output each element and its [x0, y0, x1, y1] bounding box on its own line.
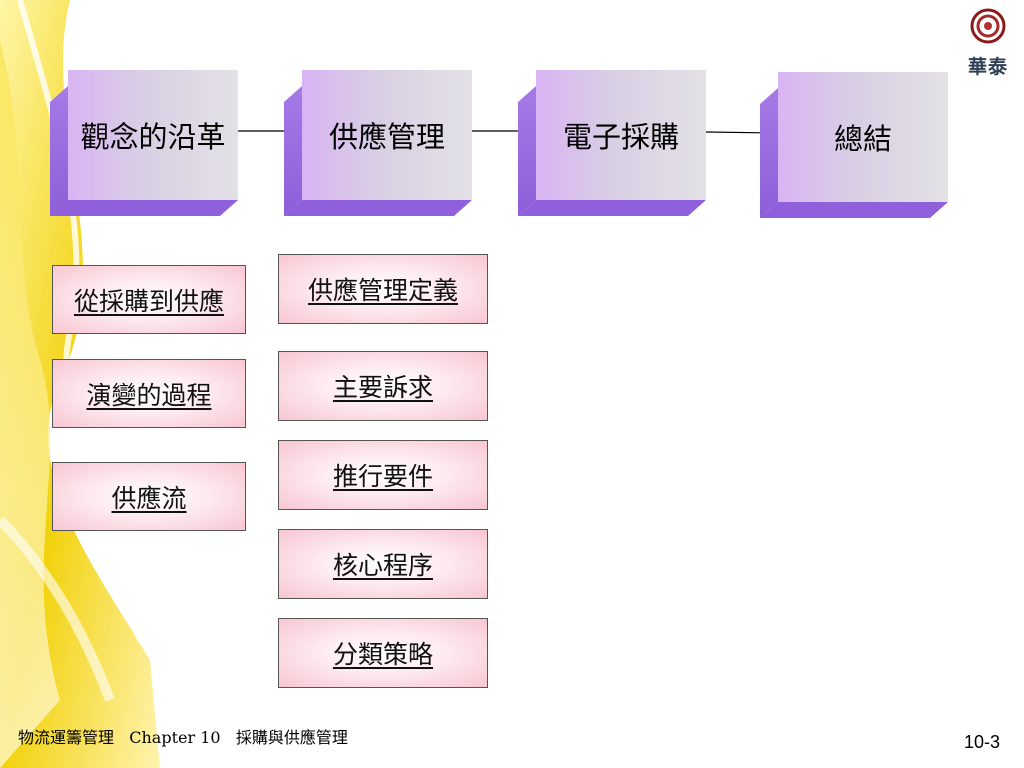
flow-box-label: 觀念的沿革 [80, 120, 226, 154]
flow-box-supply-management[interactable]: 供應管理 [284, 70, 474, 216]
flow-box-summary[interactable]: 總結 [760, 72, 950, 218]
flow-box-label: 總結 [833, 122, 892, 156]
page-number: 10-3 [963, 732, 1000, 752]
link-supply-flow[interactable]: 供應流 [52, 462, 246, 531]
flow-box-concept-history[interactable]: 觀念的沿革 [50, 70, 240, 216]
link-main-appeal[interactable]: 主要訴求 [278, 351, 488, 421]
link-evolution-process[interactable]: 演變的過程 [52, 359, 246, 428]
link-core-procedures[interactable]: 核心程序 [278, 529, 488, 599]
logo-text: 華泰 [967, 56, 1008, 78]
company-logo: 華泰 [958, 6, 1018, 86]
flow-box-e-procurement[interactable]: 電子採購 [518, 70, 708, 216]
flow-box-label: 供應管理 [328, 120, 445, 154]
flow-box-label: 電子採購 [562, 120, 679, 154]
logo-ring-icon [970, 8, 1006, 44]
footer-text: 物流運籌管理 Chapter 10 採購與供應管理 [18, 728, 348, 747]
link-from-purchasing-to-supply[interactable]: 從採購到供應 [52, 265, 246, 334]
link-supply-management-definition[interactable]: 供應管理定義 [278, 254, 488, 324]
link-classification-strategy[interactable]: 分類策略 [278, 618, 488, 688]
link-implementation-requirements[interactable]: 推行要件 [278, 440, 488, 510]
